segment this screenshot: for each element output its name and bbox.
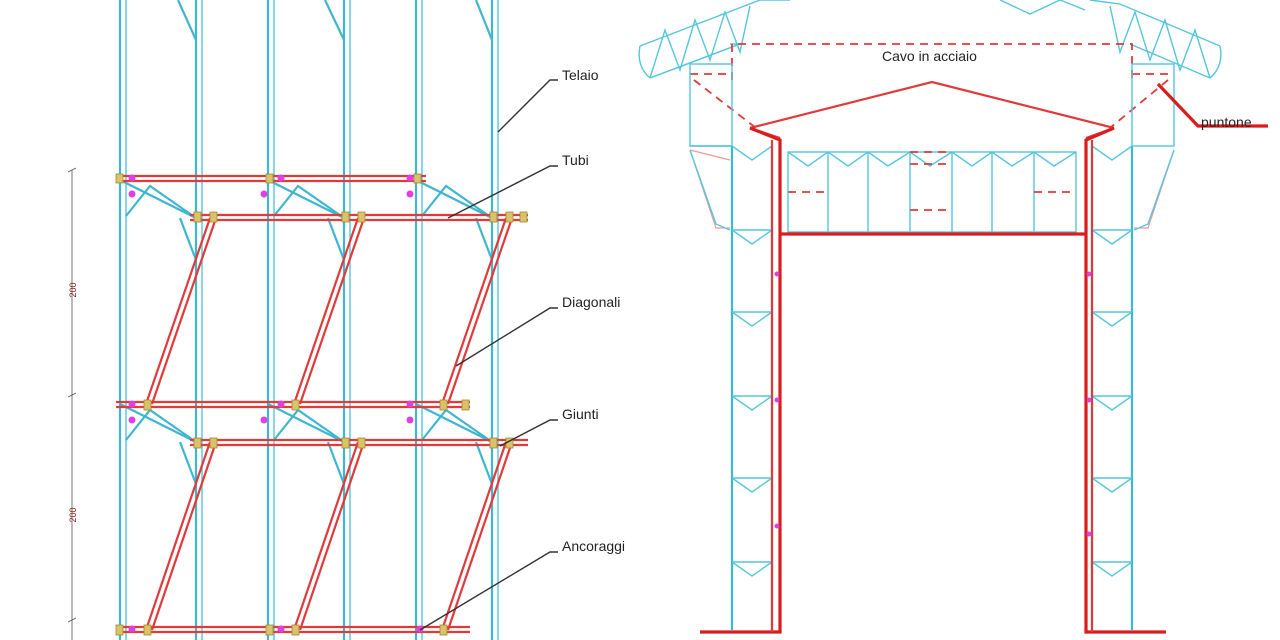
- right-tower: [1090, 145, 1134, 630]
- leaders: [419, 79, 558, 631]
- strut: [1156, 82, 1268, 128]
- dimension-label-1: 200: [68, 282, 78, 297]
- top-frame-boxes: [689, 63, 1175, 147]
- label-giunti: Giunti: [562, 406, 599, 422]
- label-tubi: Tubi: [562, 152, 589, 168]
- roof-truss-left: [638, 0, 790, 79]
- frame-posts: [118, 0, 499, 640]
- portal-anchors: [774, 271, 1092, 537]
- roof-truss-right: [999, 0, 1222, 79]
- scaffold-elevation: 200 200 Telaio Tubi Diagonali Giunti Anc…: [67, 0, 625, 640]
- steel-cable: [690, 43, 1172, 129]
- diagonal-tubes: [144, 217, 514, 631]
- beam-truss: [787, 151, 1077, 233]
- label-telaio: Telaio: [562, 67, 599, 83]
- cable-triangle: [749, 80, 1115, 130]
- label-ancoraggi: Ancoraggi: [562, 538, 625, 554]
- steel-portal: [700, 126, 1166, 634]
- couplers: [115, 173, 528, 636]
- frame-top-braces: [176, 0, 494, 41]
- dimension-line: 200 200: [67, 167, 78, 640]
- left-tower: [730, 145, 774, 630]
- dimension-label-2: 200: [68, 507, 78, 522]
- label-diagonali: Diagonali: [562, 294, 620, 310]
- portal-section: Cavo in acciaio puntone: [638, 0, 1268, 634]
- label-puntone: puntone: [1201, 114, 1252, 130]
- label-cavo-in-acciaio: Cavo in acciaio: [882, 48, 977, 64]
- side-brackets: [689, 149, 1175, 231]
- anchor-markers: [128, 174, 424, 633]
